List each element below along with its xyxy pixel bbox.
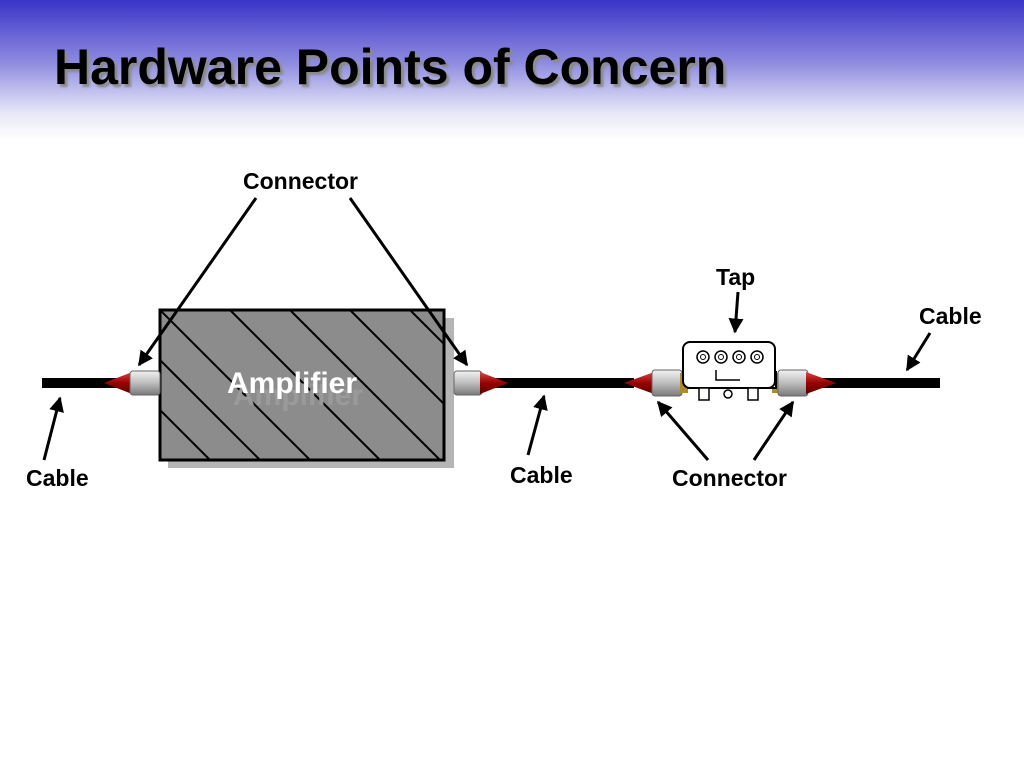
arrow-cable-left — [42, 396, 64, 461]
arrow-connector-bottom-left — [656, 400, 710, 461]
label-tap: Tap — [716, 264, 755, 290]
label-connector-top: Connector — [243, 168, 358, 194]
connector-amp-left — [104, 370, 161, 396]
arrow-tap — [728, 291, 744, 334]
tap-device — [682, 341, 777, 401]
arrow-connector-bottom-right — [752, 400, 795, 461]
label-cable-middle: Cable — [510, 462, 573, 488]
label-cable-right: Cable — [919, 303, 982, 329]
slide-title: Hardware Points of Concern — [54, 39, 727, 95]
arrow-connector-top-right — [348, 197, 469, 367]
cable-segment-right — [820, 378, 940, 388]
connector-tap-left — [624, 369, 688, 397]
arrow-connector-top-left — [137, 197, 258, 367]
amplifier-label-shadow: Amplifier — [233, 379, 363, 412]
connector-tap-right — [772, 369, 836, 397]
connector-amp-right — [453, 370, 508, 396]
label-connector-bottom: Connector — [672, 465, 787, 491]
label-cable-left: Cable — [26, 465, 89, 491]
arrow-cable-middle — [526, 394, 548, 456]
cable-segment-left — [42, 378, 122, 388]
arrow-cable-right — [905, 332, 932, 372]
cable-segment-middle — [494, 378, 634, 388]
amplifier: Amplifier Amplifier — [158, 308, 454, 468]
amplifier-label: Amplifier — [227, 367, 357, 400]
header-band — [0, 0, 1024, 140]
